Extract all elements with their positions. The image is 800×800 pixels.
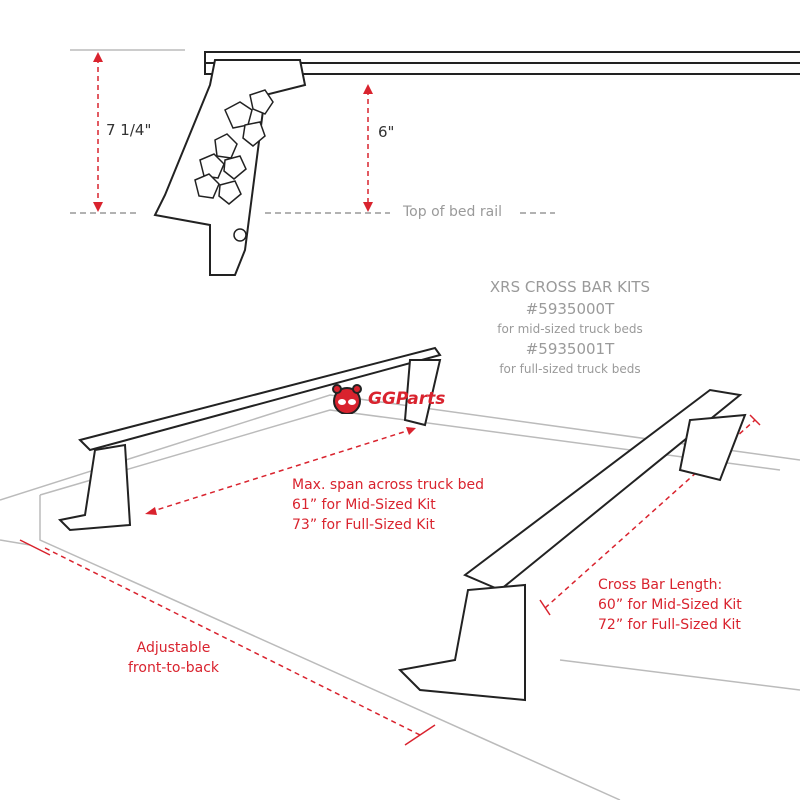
arrowheads <box>93 52 416 515</box>
reference-lines <box>70 49 555 214</box>
callout-line: 72” for Full-Sized Kit <box>598 617 741 633</box>
callout-line: 60” for Mid-Sized Kit <box>598 597 742 613</box>
logo-text: GGParts <box>368 389 446 409</box>
span-callout: Max. span across truck bed 61” for Mid-S… <box>292 475 484 535</box>
kit-desc: for mid-sized truck beds <box>497 322 643 336</box>
adjust-callout: Adjustable front-to-back <box>128 638 219 678</box>
callout-line: Cross Bar Length: <box>598 577 723 593</box>
kit-part: #5935001T <box>525 340 615 358</box>
bracket-detail <box>153 51 800 276</box>
kit-title: XRS CROSS BAR KITS <box>489 278 651 296</box>
callout-line: Max. span across truck bed <box>292 477 485 493</box>
callout-line: 73” for Full-Sized Kit <box>292 517 435 533</box>
mascot-icon <box>332 384 362 414</box>
clearance-label: 6" <box>378 123 395 141</box>
callout-line: Adjustable <box>136 640 211 656</box>
kit-info: XRS CROSS BAR KITS #5935000T for mid-siz… <box>470 276 670 378</box>
kit-desc: for full-sized truck beds <box>499 362 641 376</box>
right-crossbar <box>397 388 747 702</box>
callout-line: 61” for Mid-Sized Kit <box>292 497 436 513</box>
kit-part: #5935000T <box>525 300 615 318</box>
left-crossbar <box>57 346 442 532</box>
length-callout: Cross Bar Length: 60” for Mid-Sized Kit … <box>598 575 742 635</box>
ggparts-logo: GGParts <box>330 384 445 414</box>
callout-line: front-to-back <box>128 660 219 676</box>
bed-rail-label: Top of bed rail <box>403 204 502 220</box>
dimension-end-ticks <box>19 414 761 746</box>
height-total-label: 7 1/4" <box>106 121 152 139</box>
